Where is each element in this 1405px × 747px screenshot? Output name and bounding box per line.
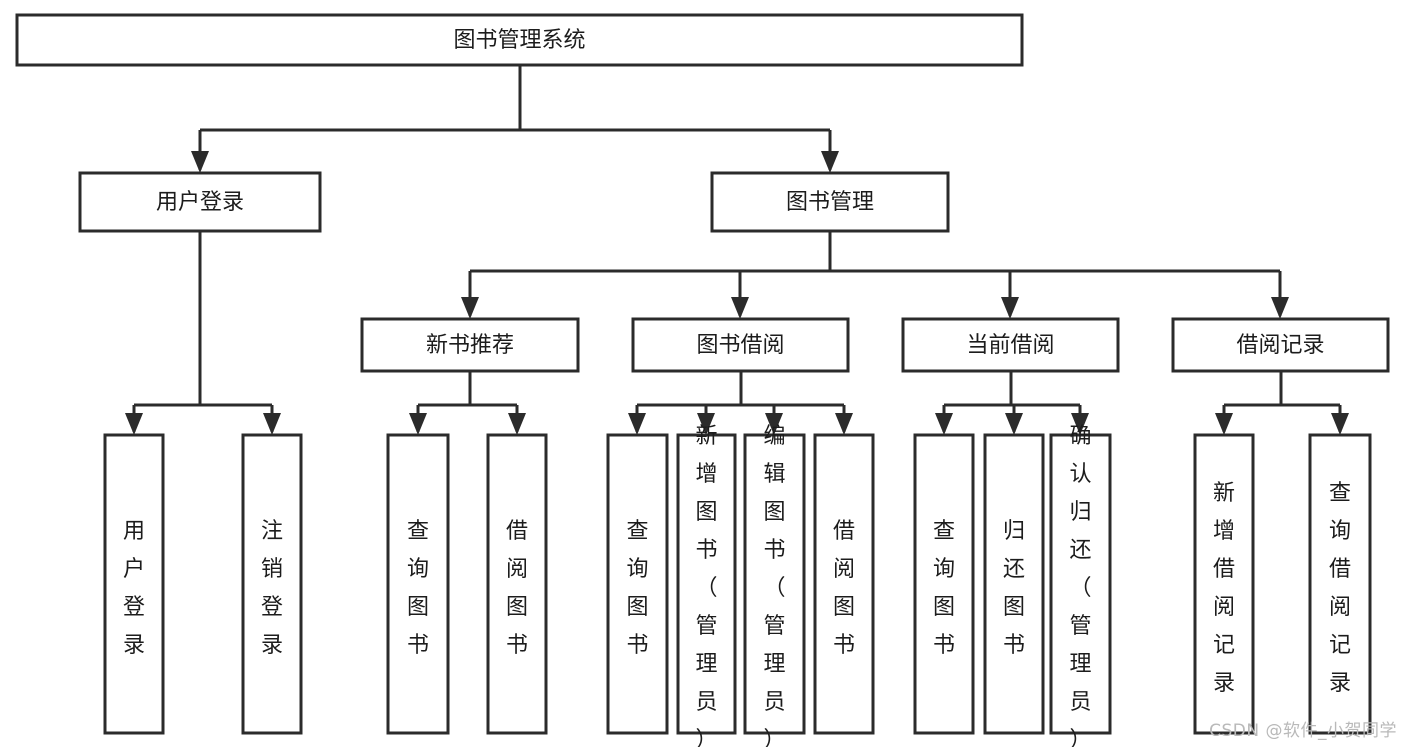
node-leaf-logout[interactable]: 注销登录 bbox=[241, 433, 303, 735]
node-new-book-recommend[interactable]: 新书推荐 bbox=[360, 317, 580, 373]
connector-new-book-recommend bbox=[409, 371, 526, 435]
node-label: 借阅记录 bbox=[1236, 333, 1324, 358]
node-leaf-confirm-return[interactable]: 确认归还（管理员） bbox=[1049, 424, 1112, 747]
node-box[interactable] bbox=[913, 433, 975, 735]
node-label: 新增图书（管理员） bbox=[695, 424, 717, 747]
node-box[interactable] bbox=[103, 433, 165, 735]
node-leaf-query-book-1[interactable]: 查询图书 bbox=[386, 433, 450, 735]
connector-current-borrow bbox=[935, 371, 1089, 435]
node-book-manage[interactable]: 图书管理 bbox=[710, 171, 950, 233]
node-user-login[interactable]: 用户登录 bbox=[78, 171, 322, 233]
node-label: 查询图书 bbox=[407, 519, 429, 658]
node-box[interactable] bbox=[1308, 433, 1372, 735]
connector-book-borrow bbox=[628, 371, 853, 435]
node-label: 当前借阅 bbox=[966, 333, 1054, 358]
node-box[interactable] bbox=[983, 433, 1045, 735]
node-boxes-group: 图书管理系统用户登录图书管理新书推荐图书借阅当前借阅借阅记录用户登录注销登录查询… bbox=[15, 13, 1390, 747]
connector-borrow-record bbox=[1215, 371, 1349, 435]
node-box[interactable] bbox=[1049, 433, 1112, 735]
node-label: 图书借阅 bbox=[696, 333, 784, 358]
node-label: 图书管理 bbox=[786, 190, 874, 215]
node-label: 借阅图书 bbox=[506, 519, 528, 658]
node-label: 确认归还（管理员） bbox=[1069, 424, 1091, 747]
node-box[interactable] bbox=[241, 433, 303, 735]
node-label: 查询图书 bbox=[933, 519, 955, 658]
node-leaf-add-book[interactable]: 新增图书（管理员） bbox=[676, 424, 737, 747]
connector-user-login bbox=[125, 231, 281, 435]
node-label: 归还图书 bbox=[1003, 519, 1025, 658]
connector-book-manage bbox=[461, 231, 1289, 319]
node-label: 用户登录 bbox=[123, 519, 145, 658]
node-label: 查询图书 bbox=[626, 519, 648, 658]
node-label: 新书推荐 bbox=[426, 333, 514, 358]
node-leaf-add-record[interactable]: 新增借阅记录 bbox=[1193, 433, 1255, 735]
node-box[interactable] bbox=[676, 433, 737, 735]
connector-lines-group bbox=[125, 65, 1349, 435]
connector-root bbox=[191, 65, 839, 173]
node-box[interactable] bbox=[78, 171, 322, 233]
node-current-borrow[interactable]: 当前借阅 bbox=[901, 317, 1120, 373]
node-label: 编辑图书（管理员） bbox=[763, 424, 785, 747]
node-label: 借阅图书 bbox=[833, 519, 855, 658]
node-leaf-edit-book[interactable]: 编辑图书（管理员） bbox=[743, 424, 806, 747]
node-root-system[interactable]: 图书管理系统 bbox=[15, 13, 1024, 67]
node-box[interactable] bbox=[710, 171, 950, 233]
node-box[interactable] bbox=[743, 433, 806, 735]
node-label: 注销登录 bbox=[261, 519, 283, 658]
node-label: 新增借阅记录 bbox=[1213, 481, 1235, 696]
node-label: 查询借阅记录 bbox=[1329, 481, 1351, 696]
node-borrow-record[interactable]: 借阅记录 bbox=[1171, 317, 1390, 373]
node-box[interactable] bbox=[360, 317, 580, 373]
node-leaf-query-book-2[interactable]: 查询图书 bbox=[606, 433, 669, 735]
node-box[interactable] bbox=[15, 13, 1024, 67]
node-box[interactable] bbox=[1193, 433, 1255, 735]
node-box[interactable] bbox=[386, 433, 450, 735]
node-book-borrow[interactable]: 图书借阅 bbox=[631, 317, 850, 373]
node-leaf-return-book[interactable]: 归还图书 bbox=[983, 433, 1045, 735]
node-leaf-user-login[interactable]: 用户登录 bbox=[103, 433, 165, 735]
node-leaf-borrow-book-2[interactable]: 借阅图书 bbox=[813, 433, 875, 735]
node-box[interactable] bbox=[486, 433, 548, 735]
node-leaf-query-book-3[interactable]: 查询图书 bbox=[913, 433, 975, 735]
node-leaf-borrow-book-1[interactable]: 借阅图书 bbox=[486, 433, 548, 735]
node-leaf-query-record[interactable]: 查询借阅记录 bbox=[1308, 433, 1372, 735]
node-box[interactable] bbox=[606, 433, 669, 735]
node-box[interactable] bbox=[1171, 317, 1390, 373]
node-label: 用户登录 bbox=[156, 190, 244, 215]
node-box[interactable] bbox=[631, 317, 850, 373]
node-box[interactable] bbox=[901, 317, 1120, 373]
node-label: 图书管理系统 bbox=[453, 28, 585, 53]
node-box[interactable] bbox=[813, 433, 875, 735]
